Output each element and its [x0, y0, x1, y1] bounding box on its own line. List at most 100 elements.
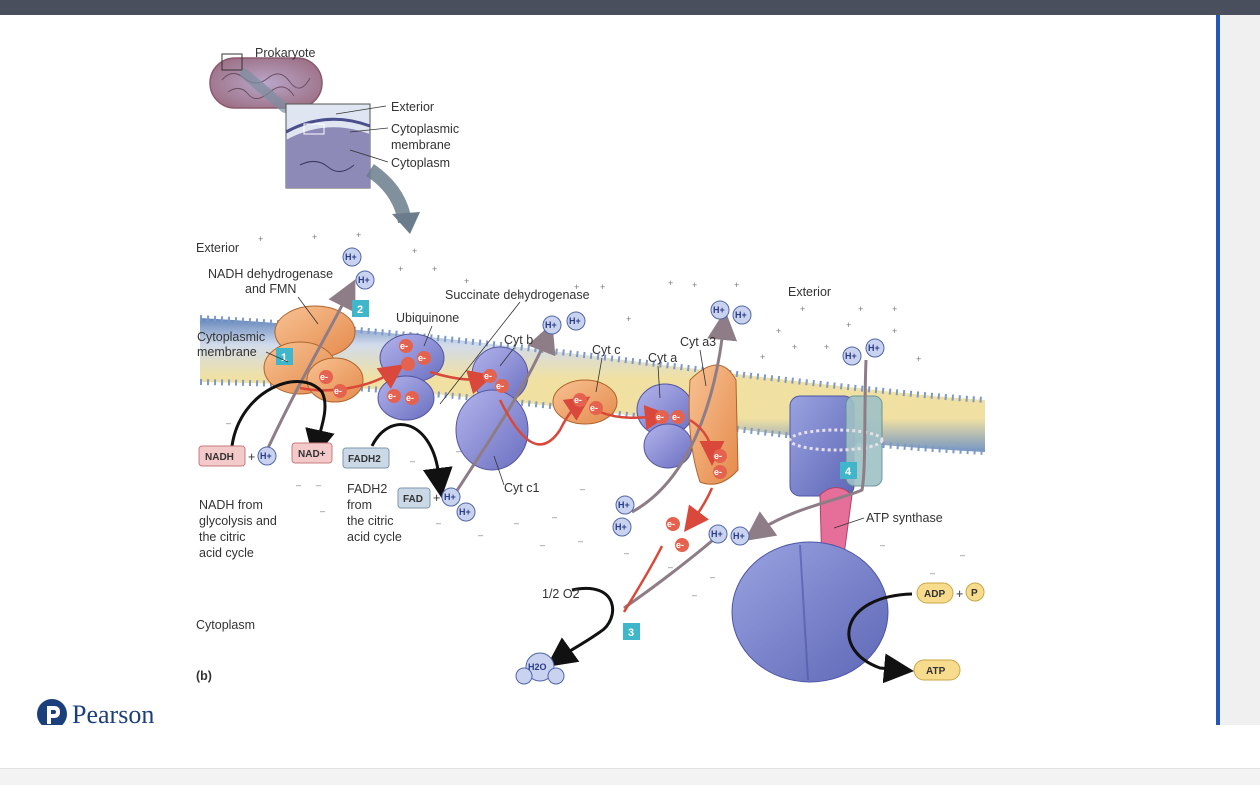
svg-text:+: + [824, 342, 829, 352]
inset-cytoplasm-label: Cytoplasm [391, 156, 450, 170]
pearson-logo-icon [37, 699, 67, 725]
nad-plus-box [291, 442, 333, 464]
svg-text:e-: e- [334, 386, 342, 396]
leader-lines [265, 296, 865, 529]
step-4-badge: 4 [845, 466, 852, 478]
cyt-c1-label: Cyt c1 [504, 481, 539, 495]
svg-text:+: + [432, 264, 437, 274]
svg-text:+: + [433, 491, 440, 505]
electron-transport-diagram: Prokaryote Exterior Cytoplasmic membrane… [196, 46, 986, 685]
svg-text:e-: e- [388, 391, 396, 401]
svg-text:NAD+: NAD+ [298, 449, 326, 460]
svg-text:H+: H+ [260, 451, 272, 461]
svg-text:H+: H+ [345, 252, 357, 262]
svg-text:e-: e- [406, 393, 414, 403]
svg-text:H+: H+ [868, 343, 880, 353]
svg-text:+: + [626, 314, 631, 324]
svg-text:–: – [692, 590, 697, 600]
nadh-source-label-3: the citric [199, 530, 246, 544]
membrane-label-1: Cytoplasmic [197, 330, 265, 344]
electron-arrows [299, 364, 725, 613]
adp-box [916, 582, 954, 604]
step-3-badge: 3 [628, 627, 634, 639]
electron-labels: e- e- e- e- e- e- e- e- e- e- e- e- e- e… [320, 341, 722, 550]
svg-text:P: P [971, 588, 978, 599]
svg-text:–: – [226, 418, 231, 428]
svg-text:+: + [892, 326, 897, 336]
svg-text:e-: e- [714, 467, 722, 477]
succinate-dehydrogenase-label: Succinate dehydrogenase [445, 288, 590, 302]
svg-text:H+: H+ [358, 275, 370, 285]
svg-text:–: – [456, 446, 461, 456]
svg-text:+: + [956, 587, 963, 601]
svg-text:+: + [692, 280, 697, 290]
nadh-source-label-1: NADH from [199, 498, 263, 512]
fadh2-source-label-1: FADH2 [347, 482, 387, 496]
svg-text:+: + [792, 342, 797, 352]
inset-exterior-label: Exterior [391, 100, 434, 114]
svg-text:–: – [514, 518, 519, 528]
svg-text:+: + [574, 282, 579, 292]
svg-text:–: – [710, 572, 715, 582]
ubiquinone-label: Ubiquinone [396, 311, 459, 325]
svg-text:+: + [668, 278, 673, 288]
svg-text:e-: e- [676, 540, 684, 550]
svg-text:e-: e- [590, 403, 598, 413]
step-badges: 1 2 3 4 [276, 300, 857, 640]
fadh2-source-label-2: from [347, 498, 372, 512]
electrons [319, 339, 727, 552]
phosphate-circle [965, 582, 985, 602]
atp-synthase-label: ATP synthase [866, 511, 943, 525]
svg-text:+: + [800, 304, 805, 314]
svg-text:FADH2: FADH2 [348, 454, 381, 465]
svg-text:+: + [248, 450, 255, 464]
fadh2-source-label-4: acid cycle [347, 530, 402, 544]
svg-text:+: + [258, 234, 263, 244]
substrate-arrows [230, 380, 914, 684]
svg-text:e-: e- [574, 395, 582, 405]
svg-text:+: + [776, 326, 781, 336]
inset-membrane-label-1: Cytoplasmic [391, 122, 459, 136]
atp-box [913, 659, 961, 681]
nadh-box [198, 445, 246, 467]
svg-text:–: – [296, 480, 301, 490]
cyt-a3-label: Cyt a3 [680, 335, 716, 349]
panel-label: (b) [196, 669, 212, 683]
svg-text:e-: e- [656, 412, 664, 422]
svg-text:–: – [540, 540, 545, 550]
svg-text:e-: e- [672, 412, 680, 422]
svg-text:FAD: FAD [403, 494, 423, 505]
prokaryote-cell [209, 57, 323, 109]
svg-text:+: + [858, 304, 863, 314]
svg-text:ATP: ATP [926, 666, 946, 677]
svg-text:–: – [320, 506, 325, 516]
charge-signs: +++ +++ +++ +++ +++ +++ +++ +++ ––– ––– … [226, 230, 965, 600]
svg-text:+: + [734, 280, 739, 290]
svg-text:+: + [464, 276, 469, 286]
nadh-dehydrogenase-label-2: and FMN [245, 282, 296, 296]
oxygen-label: 1/2 O2 [542, 587, 580, 601]
svg-text:e-: e- [400, 341, 408, 351]
svg-text:–: – [578, 536, 583, 546]
svg-text:ADP: ADP [924, 589, 945, 600]
svg-text:–: – [410, 456, 415, 466]
svg-text:–: – [552, 512, 557, 522]
svg-text:+: + [760, 352, 765, 362]
bottom-bar [0, 768, 1260, 785]
water-molecule: H2O [515, 652, 565, 685]
svg-text:H+: H+ [545, 320, 557, 330]
step-1-badge: 1 [281, 352, 287, 364]
prokaryote-inset: Prokaryote Exterior Cytoplasmic membrane… [209, 46, 459, 234]
svg-text:H2O: H2O [528, 662, 547, 672]
svg-text:–: – [624, 548, 629, 558]
svg-text:e-: e- [418, 353, 426, 363]
svg-text:H+: H+ [444, 492, 456, 502]
exterior-left-label: Exterior [196, 241, 239, 255]
svg-text:H+: H+ [845, 351, 857, 361]
proton-labels: H+ H+ H+ H+ H+ H+ H+ H+ H+ H+ H+ H+ H+ H… [260, 252, 880, 541]
svg-text:NADH: NADH [205, 452, 234, 463]
svg-text:e-: e- [667, 519, 675, 529]
atp-synthase-head [731, 541, 889, 683]
svg-text:–: – [930, 568, 935, 578]
svg-text:+: + [412, 246, 417, 256]
